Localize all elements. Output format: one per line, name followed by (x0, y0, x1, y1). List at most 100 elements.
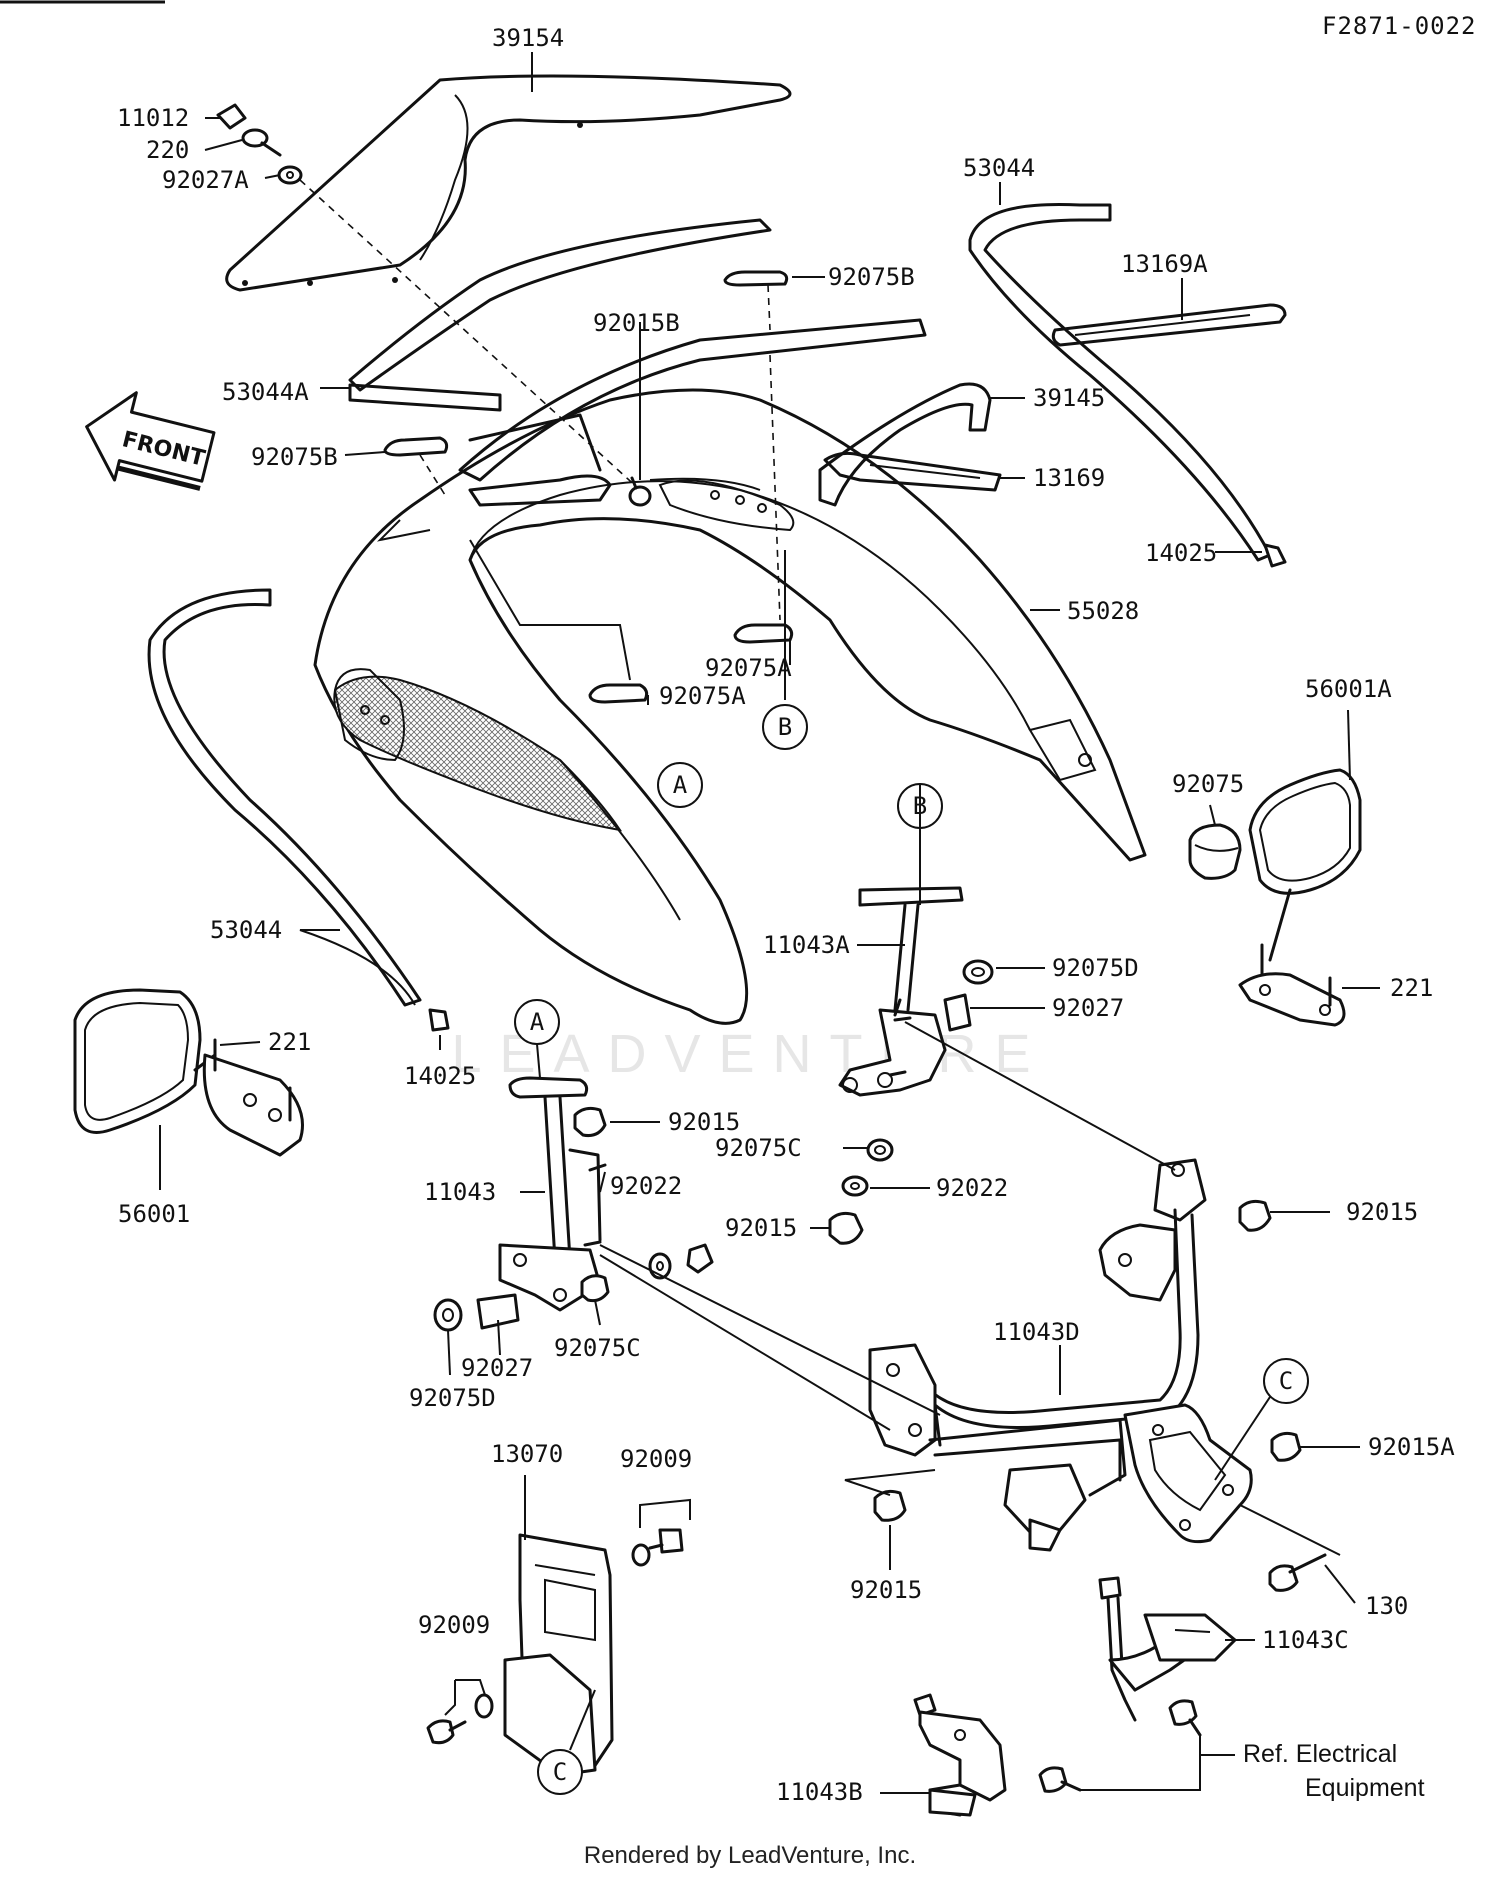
svg-text:A: A (673, 771, 688, 799)
stay-11043B (913, 1693, 1007, 1817)
dashline-92027A (299, 179, 641, 491)
callout-56001A: 56001A (1305, 675, 1392, 703)
collar-92027-lower (476, 1293, 520, 1330)
callout-11012: 11012 (117, 104, 189, 132)
ref-circle-c-right: C (1263, 1358, 1309, 1404)
grommet-92075D-lower (433, 1298, 463, 1332)
callout-labels: 39154 11012 220 92027A 53044 92075B 1316… (117, 24, 1455, 1806)
svg-text:C: C (553, 1758, 567, 1786)
plate-92075B-left (383, 436, 449, 457)
nut-92015-bottom (873, 1489, 907, 1522)
ref-circle-a-upper: A (657, 762, 703, 808)
ref-circle-b-upper: B (762, 704, 808, 750)
callout-53044-left: 53044 (210, 916, 282, 944)
nut-92027A (277, 165, 303, 185)
note-ref-electrical: Ref. Electrical (1243, 1740, 1397, 1768)
bolt-ref-lower (1038, 1766, 1082, 1793)
callout-53044-top: 53044 (963, 154, 1035, 182)
callout-11043: 11043 (424, 1178, 496, 1206)
callout-11043A: 11043A (763, 931, 850, 959)
fairing-55028 (313, 388, 1147, 1025)
grommet-14025-left (428, 1008, 450, 1032)
svg-text:B: B (778, 713, 792, 741)
callout-39145: 39145 (1033, 384, 1105, 412)
callout-11043D: 11043D (993, 1318, 1080, 1346)
callout-92027-upper: 92027 (1052, 994, 1124, 1022)
nut-92015-left (573, 1106, 607, 1137)
callout-39154: 39154 (492, 24, 564, 52)
ref-circle-c-lower: C (537, 1749, 583, 1795)
mirror-56001 (73, 988, 304, 1157)
stay-11043 (498, 1076, 602, 1312)
nut-92015-mid (828, 1211, 864, 1245)
bolt-92015B (628, 476, 652, 507)
callout-92022-right: 92022 (936, 1174, 1008, 1202)
callout-92075: 92075 (1172, 770, 1244, 798)
callout-221-left: 221 (268, 1028, 311, 1056)
callout-11043C: 11043C (1262, 1626, 1349, 1654)
bolt-92009-lower (426, 1693, 494, 1745)
callout-92075A-lower: 92075A (659, 682, 746, 710)
stay-39145 (818, 382, 992, 507)
nut-92075C-upper (866, 1138, 894, 1162)
callout-92027-lower: 92027 (461, 1354, 533, 1382)
grommet-14025-right (1263, 543, 1287, 568)
plate-92075B-upper (723, 270, 789, 287)
callout-92015-bottom: 92015 (850, 1576, 922, 1604)
callout-92075C-upper: 92075C (715, 1134, 802, 1162)
callout-92015B: 92015B (593, 309, 680, 337)
cover-13070 (503, 1533, 614, 1777)
nut-lower-right (686, 1243, 714, 1274)
callout-56001: 56001 (118, 1200, 190, 1228)
bolt-ref-upper (1168, 1699, 1202, 1737)
callout-13070: 13070 (491, 1440, 563, 1468)
callout-11043B: 11043B (776, 1778, 863, 1806)
frame-11043D (868, 1158, 1253, 1552)
callout-13169: 13169 (1033, 464, 1105, 492)
trim-53044-right (968, 202, 1272, 562)
trim-53044-left (147, 588, 422, 1007)
stay-11043C (1098, 1576, 1237, 1722)
upper-brace (458, 318, 927, 507)
footer-credit: Rendered by LeadVenture, Inc. (583, 1842, 917, 1869)
callout-14025-left: 14025 (404, 1062, 476, 1090)
damper-92075 (1188, 823, 1242, 880)
grommet-92075D-upper (962, 959, 994, 985)
bolt-130 (1268, 1553, 1327, 1592)
leader-lines (159, 52, 1380, 1794)
callout-13169A: 13169A (1121, 250, 1208, 278)
trim-53044A (348, 218, 772, 412)
collar-92027-upper (943, 993, 972, 1032)
nut-92075C-lower (580, 1274, 610, 1303)
callout-55028: 55028 (1067, 597, 1139, 625)
stay-11043A (838, 886, 964, 1097)
svg-text:A: A (530, 1008, 545, 1036)
callout-221-right: 221 (1390, 974, 1433, 1002)
bracket-13169 (823, 451, 1002, 492)
front-arrow: FRONT (85, 391, 216, 491)
nut-92015-frame-right (1238, 1199, 1272, 1232)
plate-92075A-a (733, 623, 794, 644)
callout-92075A-upper: 92075A (705, 654, 792, 682)
callout-92022-left: 92022 (610, 1172, 682, 1200)
svg-text:C: C (1279, 1367, 1293, 1395)
callout-14025-right: 14025 (1145, 539, 1217, 567)
callout-92075B-left: 92075B (251, 443, 338, 471)
mirror-56001A (1238, 768, 1362, 1027)
callout-53044A: 53044A (222, 378, 309, 406)
nut-92015A (1270, 1431, 1302, 1462)
callout-92075D-lower: 92075D (409, 1384, 496, 1412)
callout-92015-mid: 92015 (725, 1214, 797, 1242)
callout-92015A: 92015A (1368, 1433, 1455, 1461)
bolt-92009-upper (631, 1528, 684, 1567)
callout-92015-left: 92015 (668, 1108, 740, 1136)
callout-92009-upper: 92009 (620, 1445, 692, 1473)
callout-92075C-lower: 92075C (554, 1334, 641, 1362)
callout-92009-lower: 92009 (418, 1611, 490, 1639)
callout-220: 220 (146, 136, 189, 164)
callout-92015-right: 92015 (1346, 1198, 1418, 1226)
note-equipment: Equipment (1305, 1774, 1425, 1802)
bracket-13169A (1051, 303, 1287, 347)
